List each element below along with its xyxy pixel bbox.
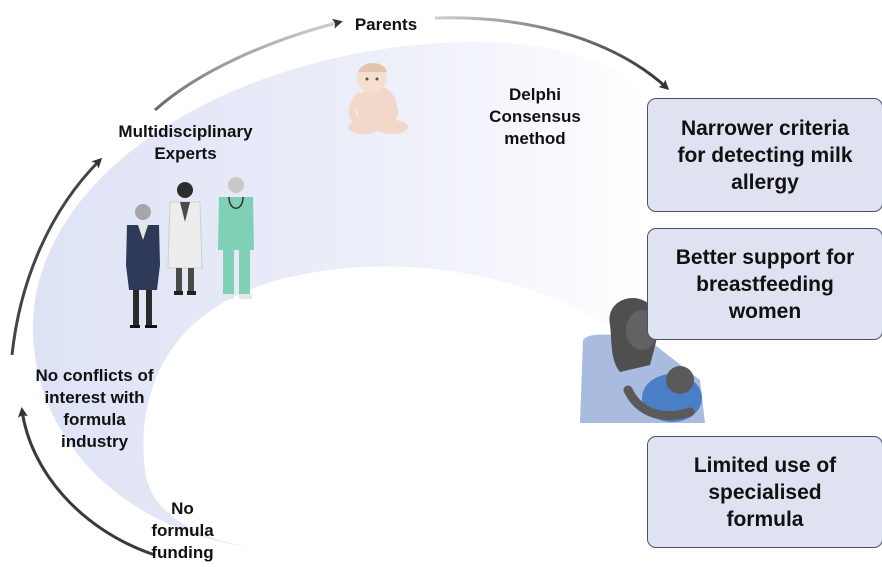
outcome-line: Limited use of	[693, 453, 837, 477]
delphi-label: Delphi Consensus method	[475, 84, 595, 150]
conflicts-label: No conflicts of interest with formula in…	[22, 365, 167, 453]
outcome-line: Narrower criteria	[680, 116, 850, 140]
experts-line: Experts	[154, 144, 217, 163]
arrow-experts-to-parents	[154, 18, 343, 112]
funding-line: No	[171, 499, 194, 518]
outcome-line: Better support for	[675, 245, 855, 269]
breastfeeding-mother-icon	[580, 297, 705, 423]
outcome-box-milk-allergy: Narrower criteria for detecting milk all…	[647, 98, 882, 212]
funding-line: funding	[151, 543, 214, 562]
arrow-conflicts-to-experts	[10, 157, 103, 356]
parents-text: Parents	[354, 15, 418, 34]
conflicts-line: industry	[60, 432, 129, 451]
outcome-box-breastfeeding-support: Better support for breastfeeding women	[647, 228, 882, 340]
funding-line: formula	[151, 521, 214, 540]
experts-label: Multidisciplinary Experts	[98, 121, 273, 165]
outcome-line: for detecting milk	[677, 143, 853, 167]
nurse-icon	[218, 177, 254, 299]
outcome-line: allergy	[731, 170, 799, 194]
arrow-parents-to-outcomes	[434, 16, 670, 91]
outcome-line: women	[728, 299, 802, 323]
delphi-line: method	[504, 129, 566, 148]
conflicts-line: formula	[63, 410, 126, 429]
outcome-line: formula	[726, 507, 804, 531]
outcome-line: specialised	[708, 480, 822, 504]
businesswoman-icon	[126, 204, 160, 328]
outcome-line: breastfeeding	[696, 272, 834, 296]
arrow-funding-to-conflicts	[17, 407, 156, 557]
conflicts-line: No conflicts of	[35, 366, 154, 385]
outcome-box-specialised-formula: Limited use of specialised formula	[647, 436, 882, 548]
doctor-icon	[167, 182, 203, 295]
experts-line: Multidisciplinary	[118, 122, 253, 141]
funding-label: No formula funding	[130, 498, 235, 564]
parents-label: Parents	[336, 14, 436, 36]
baby-icon	[348, 63, 408, 134]
delphi-line: Consensus	[489, 107, 581, 126]
process-band	[32, 42, 651, 548]
conflicts-line: interest with	[44, 388, 145, 407]
delphi-line: Delphi	[509, 85, 561, 104]
